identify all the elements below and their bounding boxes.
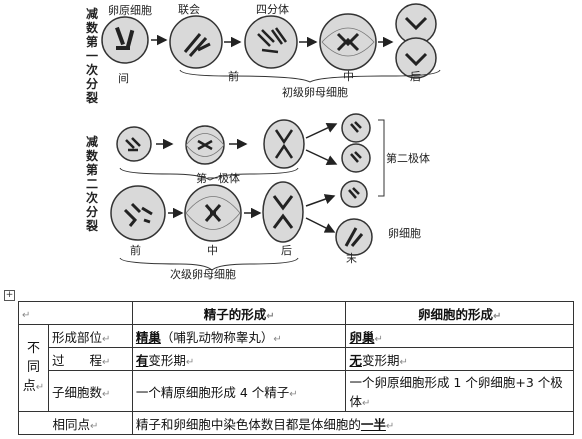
secondary-oocyte-metaphase <box>184 184 242 242</box>
secondary-oocyte-anaphase <box>262 181 304 243</box>
return-mark-icon: ↵ <box>22 309 31 321</box>
table-row: 子细胞数↵ 一个精原细胞形成 4 个精子↵ 一个卵原细胞形成 1 个卵细胞+3 … <box>19 370 574 412</box>
first-polar-body-label: 第一极体 <box>196 171 240 185</box>
phase-anaphase1: 后 <box>410 70 421 83</box>
tetrad-cell <box>244 15 298 69</box>
oogonium-cell <box>101 16 149 64</box>
table-header-row: ↵ 精子的形成↵ 卵细胞的形成↵ <box>18 301 574 325</box>
egg-cell-col: 一个卵原细胞形成 1 个卵细胞+3 个极体↵ <box>345 370 574 412</box>
second-polar-body-c <box>340 180 368 208</box>
header-egg: 卵细胞的形成↵ <box>345 301 574 325</box>
egg-cell-label: 卵细胞 <box>388 227 421 240</box>
phase-prophase1: 前 <box>228 69 239 83</box>
common-label: 相同点↵ <box>18 411 133 435</box>
sperm-cell: 精巢（哺乳动物称睾丸）↵ <box>131 324 347 348</box>
secondary-oocyte-label: 次级卵母细胞 <box>170 267 236 281</box>
primary-oocyte-label: 初级卵母细胞 <box>282 85 348 99</box>
first-polar-body-cell <box>116 126 152 162</box>
second-polar-body-label: 第二极体 <box>386 151 430 165</box>
meiosis2-label: 减数第二次分裂 <box>85 134 99 233</box>
difference-label: 不 同 点↵ <box>18 324 49 412</box>
meiosis1-label: 减数第一次分裂 <box>85 6 99 105</box>
table-anchor-icon[interactable]: + <box>4 290 15 301</box>
egg-cell-col: 无变形期↵ <box>345 347 574 371</box>
first-polar-body-metaphase <box>185 125 225 165</box>
synapsis-cell <box>169 15 223 69</box>
header-blank: ↵ <box>18 301 133 325</box>
tetrad-label: 四分体 <box>256 2 289 16</box>
oogonium-label: 卵原细胞 <box>108 4 152 17</box>
second-polar-body-b <box>341 143 371 173</box>
phase-anaphase2: 后 <box>281 244 292 257</box>
common-text: 精子和卵细胞中染色体数目都是体细胞的一半↵ <box>131 411 575 435</box>
egg-cell <box>335 218 373 256</box>
anaphase1-cell <box>395 3 437 79</box>
phase-interphase: 间 <box>118 72 129 85</box>
sperm-cell: 一个精原细胞形成 4 个精子↵ <box>131 370 347 412</box>
table-row: 不 同 点↵ 形成部位↵ 精巢（哺乳动物称睾丸）↵ 卵巢↵ <box>18 324 574 412</box>
phase-metaphase2: 中 <box>207 244 218 257</box>
comparison-table: ↵ 精子的形成↵ 卵细胞的形成↵ 不 同 点↵ 形成部位↵ 精巢（哺乳动物称睾丸… <box>18 301 575 435</box>
sperm-cell: 有变形期↵ <box>131 347 347 371</box>
phase-prophase2: 前 <box>130 243 141 257</box>
header-sperm: 精子的形成↵ <box>131 301 347 325</box>
row-label: 过 程↵ <box>47 347 133 371</box>
second-polar-body-a <box>341 113 371 143</box>
metaphase1-cell <box>319 13 377 71</box>
phase-telophase2: 末 <box>346 251 357 265</box>
phase-metaphase1: 中 <box>343 70 354 83</box>
meiosis-diagram: 减数第一次分裂 减数第二次分裂 卵原细胞 联会 四分体 间 前 中 后 初级卵母… <box>85 2 441 281</box>
table-row: 相同点↵ 精子和卵细胞中染色体数目都是体细胞的一半↵ <box>18 411 575 435</box>
synapsis-label: 联会 <box>178 3 200 16</box>
row-label: 子细胞数↵ <box>47 370 133 412</box>
table-row: 过 程↵ 有变形期↵ 无变形期↵ <box>19 347 574 371</box>
secondary-oocyte-prophase <box>110 185 166 241</box>
first-polar-body-anaphase <box>263 119 305 169</box>
row-label: 形成部位↵ <box>47 324 133 348</box>
egg-cell-col: 卵巢↵ <box>345 324 574 348</box>
